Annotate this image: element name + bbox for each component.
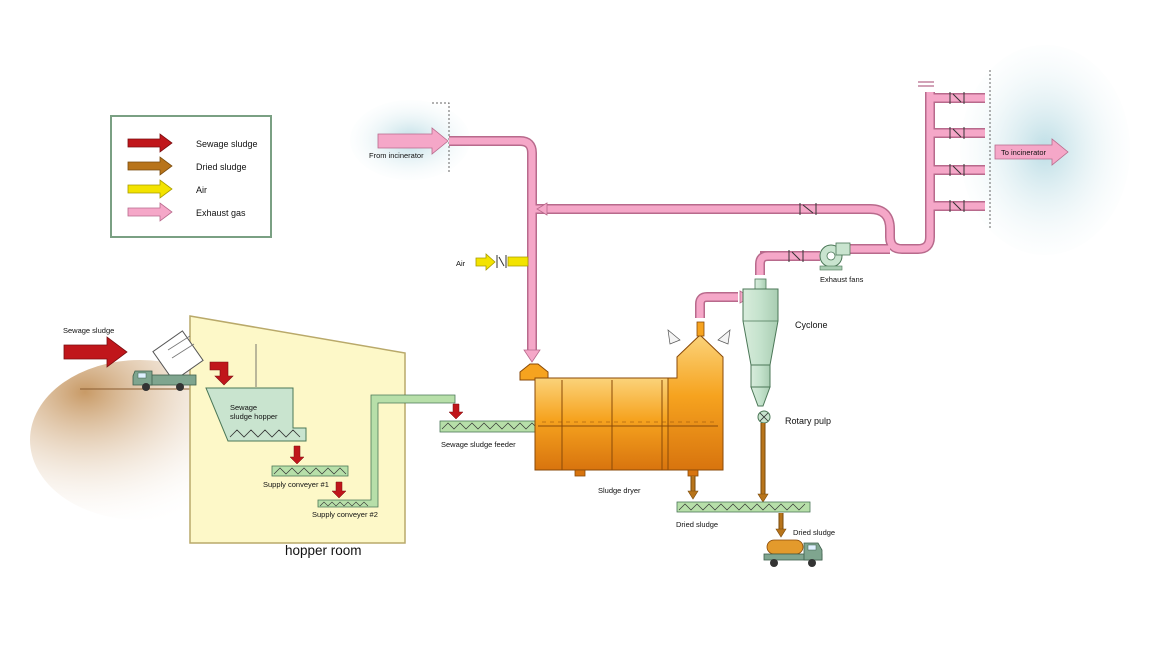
valve-icon (788, 250, 804, 262)
legend-label: Air (196, 185, 207, 195)
rotary-pulp-label: Rotary pulp (785, 416, 831, 426)
valve-icon (799, 203, 817, 215)
legend-arrow-icon (127, 133, 173, 153)
exhaust-fan-icon (819, 242, 851, 271)
sludge-dryer (519, 321, 731, 477)
sludge-dryer-label: Sludge dryer (598, 486, 641, 495)
air-input-arrow-icon (475, 253, 496, 271)
supply-conveyer-2-label: Supply conveyer #2 (312, 510, 378, 519)
legend-label: Dried sludge (196, 162, 247, 172)
from-incinerator-arrow-icon (377, 127, 449, 155)
exhaust-return-arrow-icon (536, 202, 548, 216)
feeder-label: Sewage sludge feeder (441, 440, 516, 449)
cyclone-label: Cyclone (795, 320, 828, 330)
manifold-cap (918, 81, 934, 87)
to-truck-arrow-icon (775, 528, 787, 538)
supply-conveyer-1 (271, 465, 349, 477)
dryer-outlet-arrow-icon (687, 490, 699, 500)
hopper-label-line1: Sewage (230, 403, 257, 412)
legend-box (110, 115, 272, 238)
legend-label: Exhaust gas (196, 208, 246, 218)
sewage-sludge-input-label: Sewage sludge (63, 326, 114, 335)
from-incinerator-label: From incinerator (369, 151, 424, 160)
rotary-pulp-icon (757, 410, 771, 424)
exhaust-gas-pipes (449, 92, 985, 352)
conveyer1-to-conveyer2-arrow-icon (331, 481, 347, 499)
exhaust-into-dryer-arrow-icon (523, 349, 541, 363)
tanker-truck-icon (763, 539, 823, 567)
dried-sludge-down-arrow-icon (757, 493, 769, 503)
sewage-sludge-feeder (439, 420, 539, 433)
sludge-to-hopper-arrow-icon (209, 361, 234, 386)
to-incinerator-arrow-icon (994, 138, 1069, 166)
legend-item-sewage: Sewage sludge (127, 133, 258, 153)
hopper-room-label: hopper room (285, 543, 362, 558)
air-label: Air (456, 259, 466, 268)
exhaust-fans-label: Exhaust fans (820, 275, 864, 284)
legend-label: Sewage sludge (196, 139, 258, 149)
supply-conveyer-2 (317, 394, 456, 508)
to-incinerator-label: To incinerator (1001, 148, 1047, 157)
valve-icon (949, 92, 965, 212)
dried-sludge-truck-label: Dried sludge (793, 528, 835, 537)
legend-item-dried: Dried sludge (127, 156, 247, 176)
hopper-to-conveyer1-arrow-icon (289, 445, 305, 465)
legend: Sewage sludge Dried sludge Air Exhaust g… (110, 115, 272, 238)
air-pipe (507, 256, 529, 267)
air-valve-icon (496, 255, 507, 268)
dried-sludge-conveyor-label: Dried sludge (676, 520, 718, 529)
dump-truck-icon (132, 330, 204, 391)
hopper-label-line2: sludge hopper (230, 412, 278, 421)
sewage-sludge-hopper (205, 344, 307, 442)
sewage-sludge-input-arrow-icon (63, 336, 128, 368)
cyclone (742, 278, 779, 407)
incinerator-wall-left (432, 102, 450, 172)
legend-item-exhaust: Exhaust gas (127, 202, 246, 222)
to-feeder-arrow-icon (448, 403, 464, 420)
legend-item-air: Air (127, 179, 207, 199)
supply-conveyer-1-label: Supply conveyer #1 (263, 480, 329, 489)
dried-sludge-conveyor (676, 501, 811, 513)
legend-arrow-icon (127, 179, 173, 199)
legend-arrow-icon (127, 202, 173, 222)
legend-arrow-icon (127, 156, 173, 176)
